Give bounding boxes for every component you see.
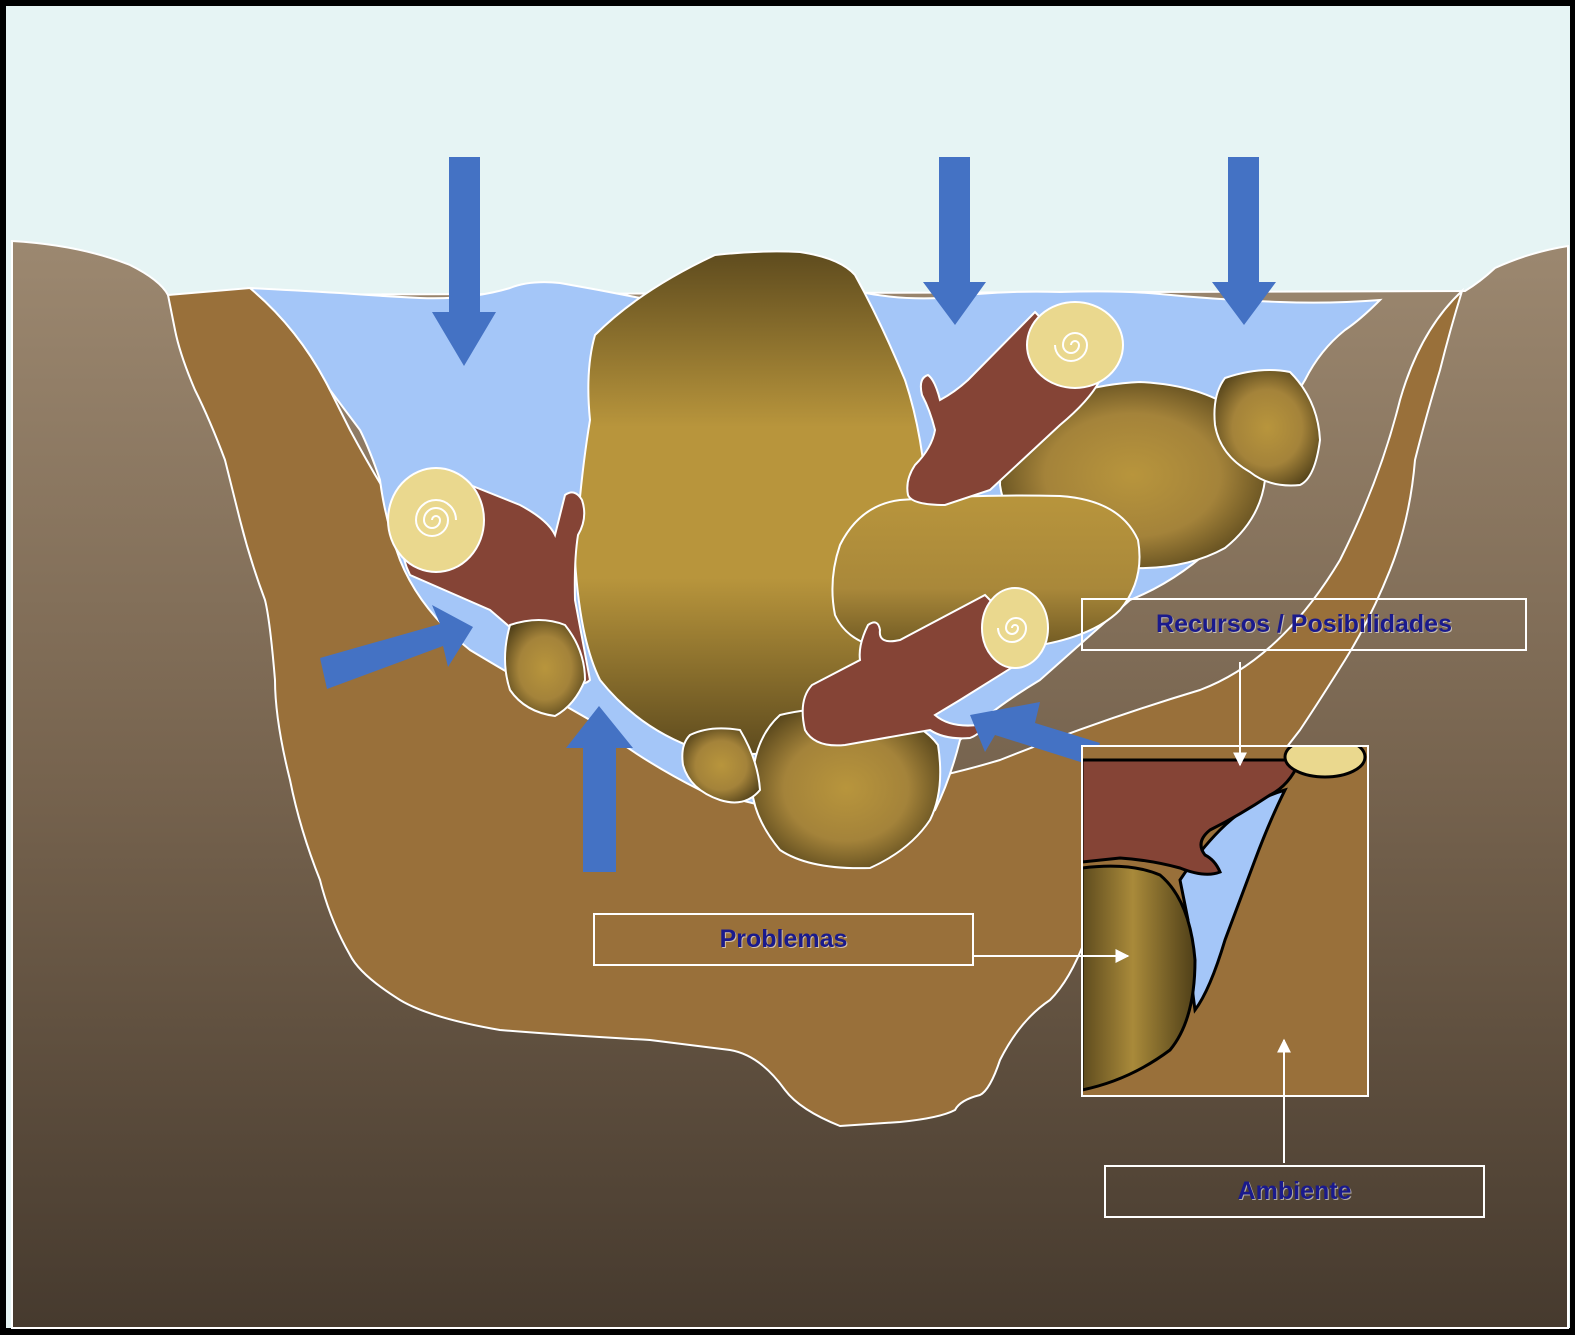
zoom-inset (1082, 737, 1368, 1096)
problems-label: Problemas (593, 913, 974, 966)
environment-label: Ambiente (1104, 1165, 1485, 1218)
resources-label: Recursos / Posibilidades (1081, 598, 1527, 651)
